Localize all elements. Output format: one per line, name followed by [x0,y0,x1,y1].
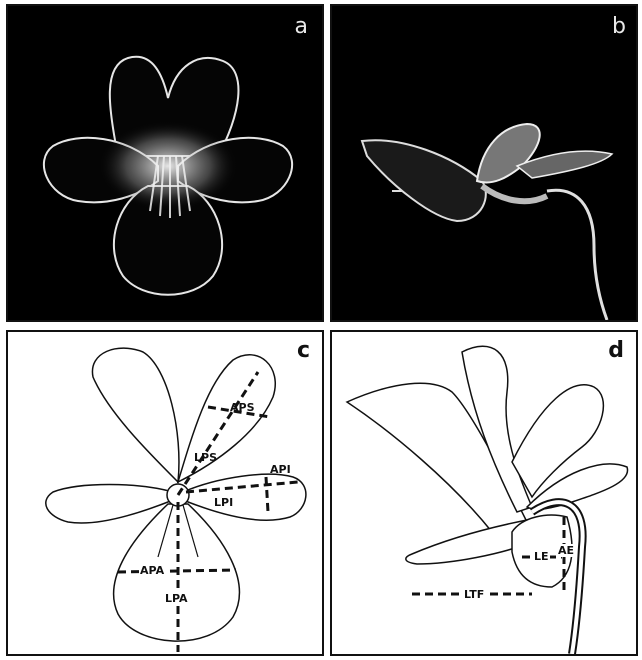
side-outline-diagram [332,332,636,654]
pedicel [547,190,607,320]
panel-d-diagram: d LE AE LTF [330,330,638,656]
upper-left-petal-outline [92,348,179,482]
lateral-petal-side [362,140,486,221]
panel-c-letter: c [297,338,310,363]
panel-b-letter: b [612,14,626,39]
label-aps: APS [230,401,255,414]
panel-d-letter: d [608,338,624,363]
label-apa: APA [139,564,165,577]
label-lps: LPS [194,451,217,464]
label-lpi: LPI [214,496,233,509]
label-ltf: LTF [462,588,486,601]
panel-c-diagram: c APS LPS API LPI APA LPA [6,330,324,656]
panel-a-photo: a [6,4,324,322]
panel-a-letter: a [295,14,308,39]
front-outline-diagram [8,332,322,654]
label-api: API [270,463,291,476]
label-lpa: LPA [164,592,189,605]
upper-right-petal-outline [178,355,275,482]
panel-b-photo: b [330,4,638,322]
label-le: LE [533,550,550,563]
label-ae: AE [557,544,575,557]
right-lateral-petal-outline [183,474,306,520]
flower-side-photo [332,6,636,320]
flower-front-photo [8,6,322,320]
